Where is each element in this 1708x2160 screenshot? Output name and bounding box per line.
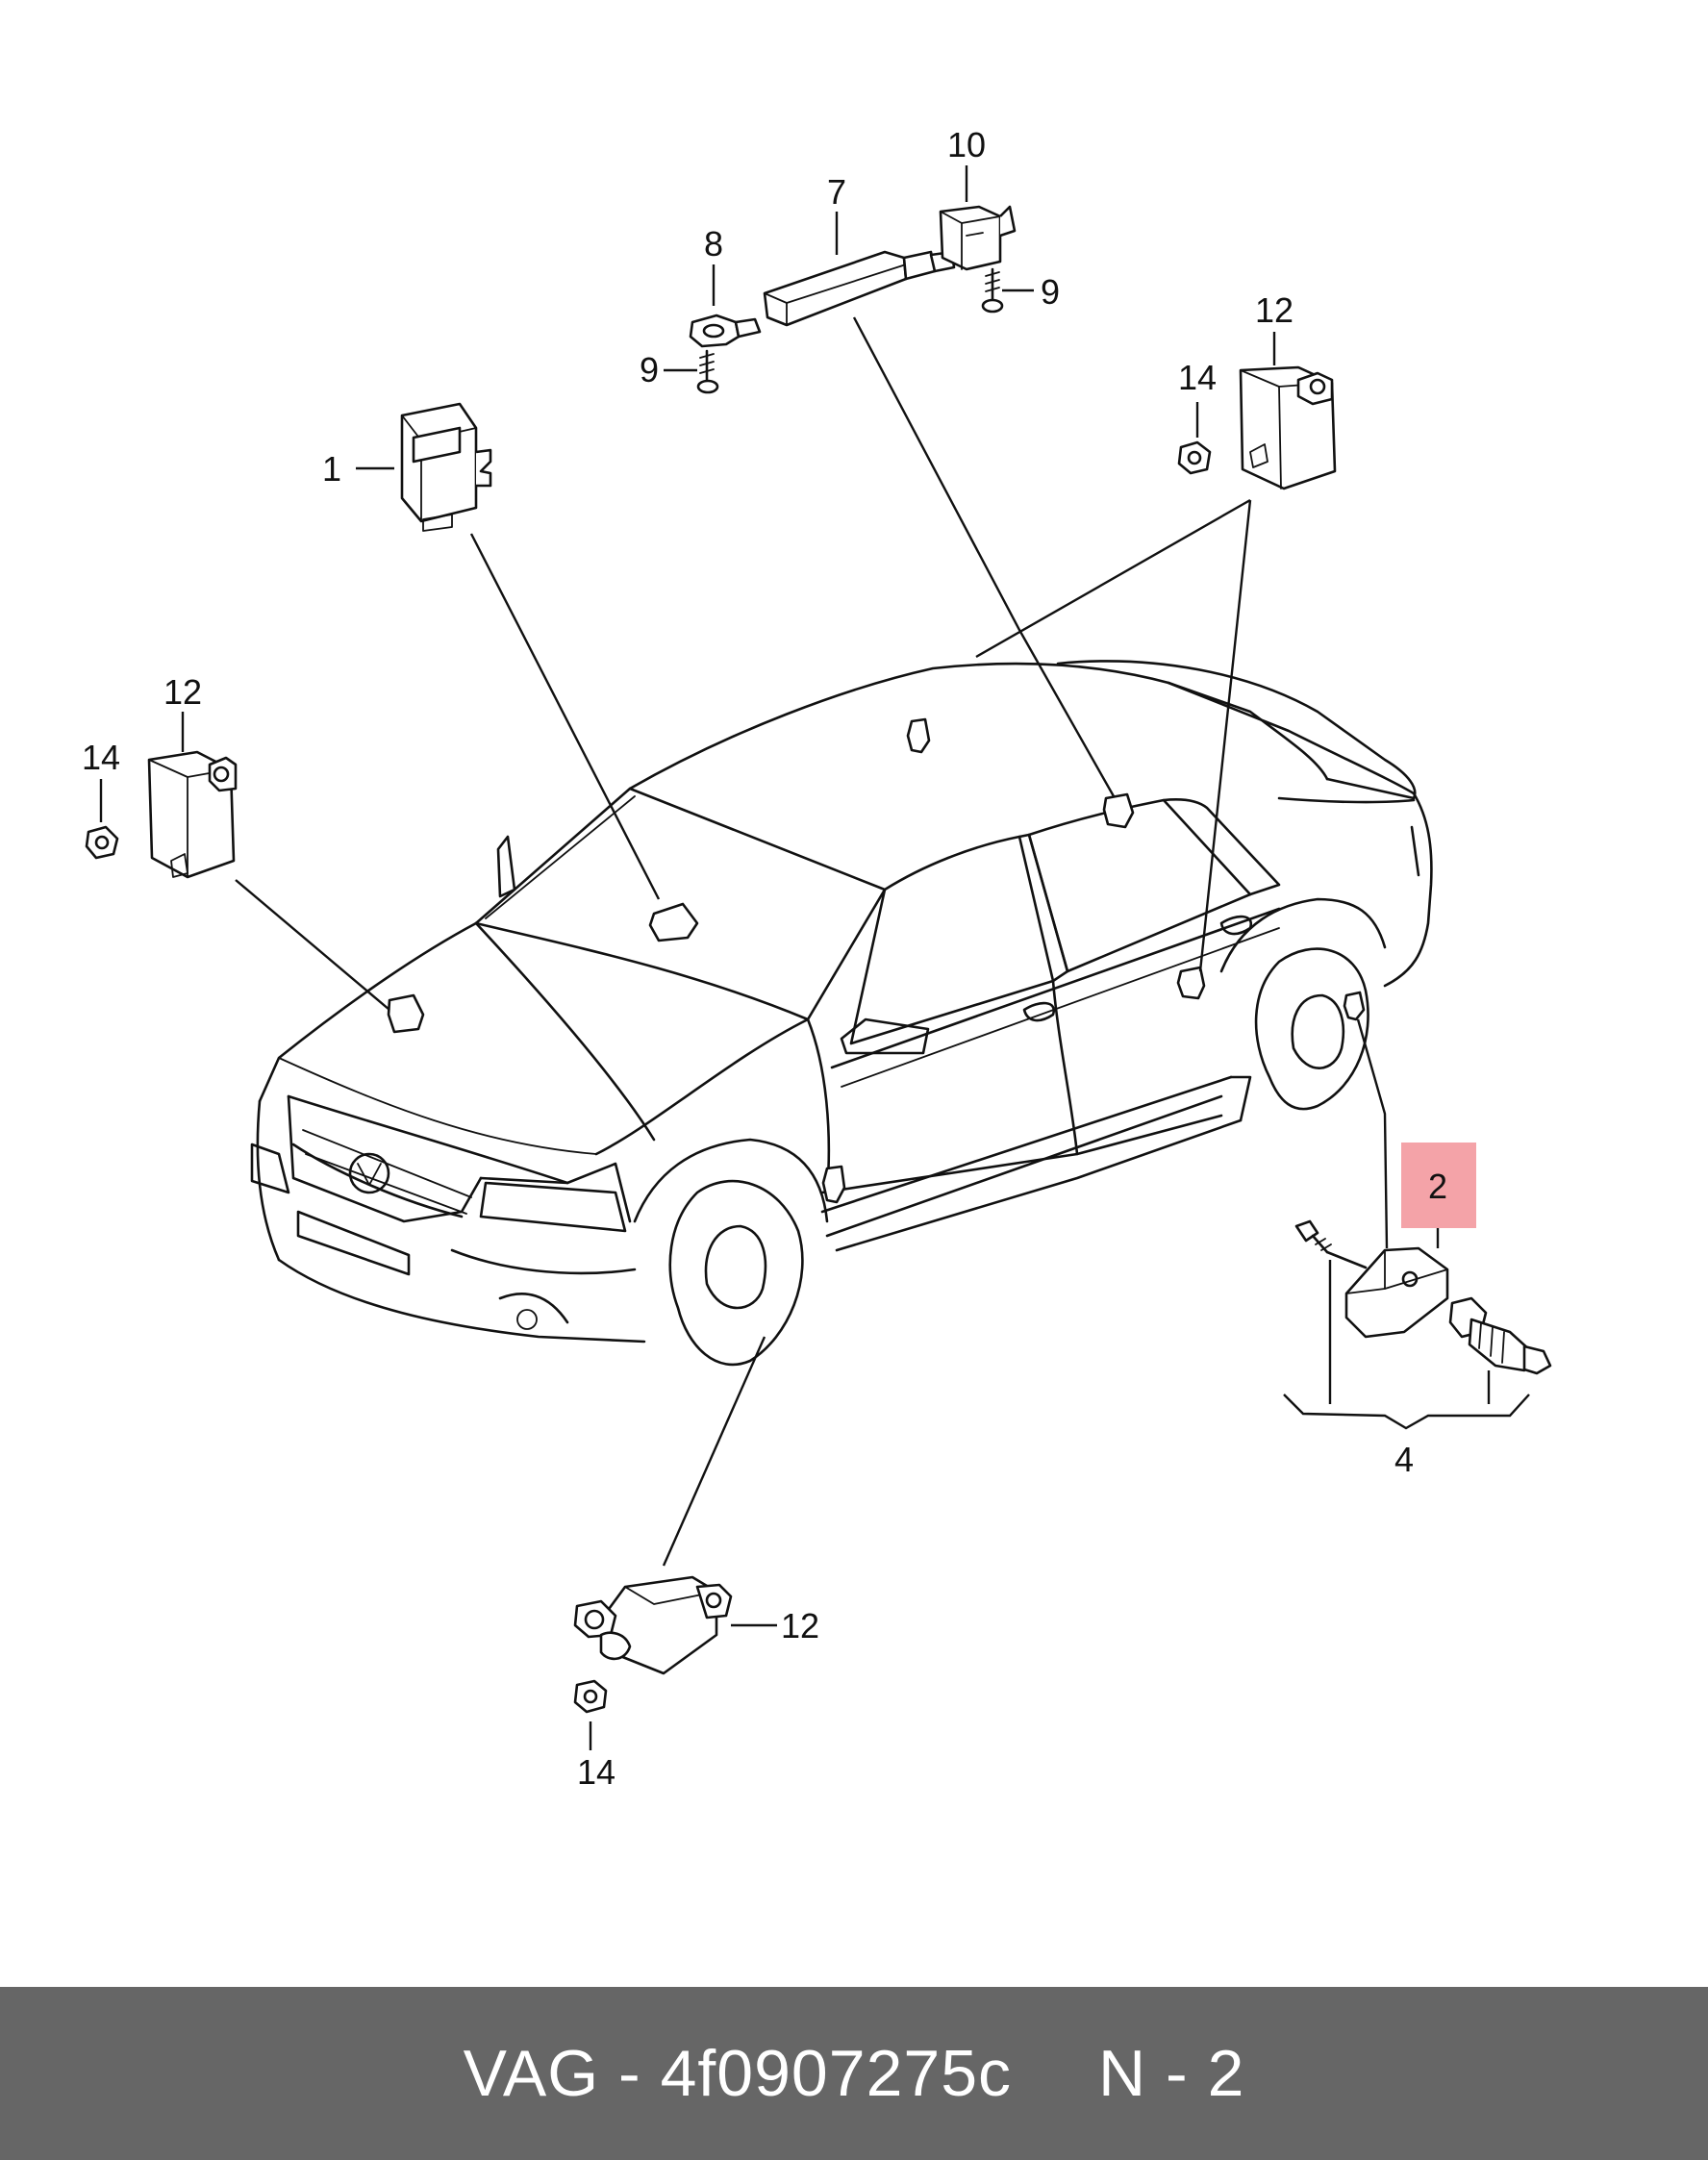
callout-12-right: 12: [1255, 290, 1294, 330]
callout-14-bottom: 14: [577, 1752, 615, 1792]
callout-9-left: 9: [640, 350, 659, 389]
module-part-left: [147, 750, 238, 879]
callout-2: 2: [1428, 1167, 1447, 1206]
highlight-box: [1401, 1143, 1476, 1228]
callout-14-right: 14: [1178, 358, 1217, 397]
module-part-right: [1239, 365, 1337, 490]
callout-9-right: 9: [1041, 272, 1060, 312]
callout-12-bottom: 12: [781, 1606, 819, 1645]
callout-12-left: 12: [163, 672, 202, 712]
antenna-part: [763, 250, 956, 327]
callout-labels: 1 2 4 7 8 9 9 10 12 14 12 14 12 14: [82, 125, 1447, 1792]
callout-8: 8: [704, 224, 723, 264]
car-illustration: [250, 660, 1433, 1367]
screw-part-left: [696, 349, 719, 394]
tpms-sensor-part: [1344, 1246, 1552, 1375]
nut-part-left: [85, 825, 119, 860]
callout-7: 7: [827, 172, 846, 212]
screw-part-right: [981, 267, 1004, 314]
part-number-caption: VAG - 4f0907275c: [463, 2037, 1013, 2110]
parts-diagram: 1 2 4 7 8 9 9 10 12 14 12 14 12 14: [82, 125, 1552, 1792]
control-module-part: [400, 402, 492, 532]
callout-14-left: 14: [82, 738, 120, 777]
position-caption: N - 2: [1098, 2037, 1245, 2110]
callout-1: 1: [322, 449, 341, 489]
nut-part-bottom: [573, 1679, 608, 1714]
clip-part: [689, 314, 762, 348]
module-part-bottom: [573, 1575, 733, 1675]
nut-part-right: [1177, 440, 1212, 475]
callout-10: 10: [947, 125, 986, 164]
callout-4: 4: [1394, 1440, 1414, 1479]
caption-bar: VAG - 4f0907275c N - 2: [0, 1987, 1708, 2160]
valve-screw-part: [1294, 1219, 1368, 1269]
bracket-part: [939, 205, 1017, 271]
leader-lines: [99, 165, 1530, 1750]
